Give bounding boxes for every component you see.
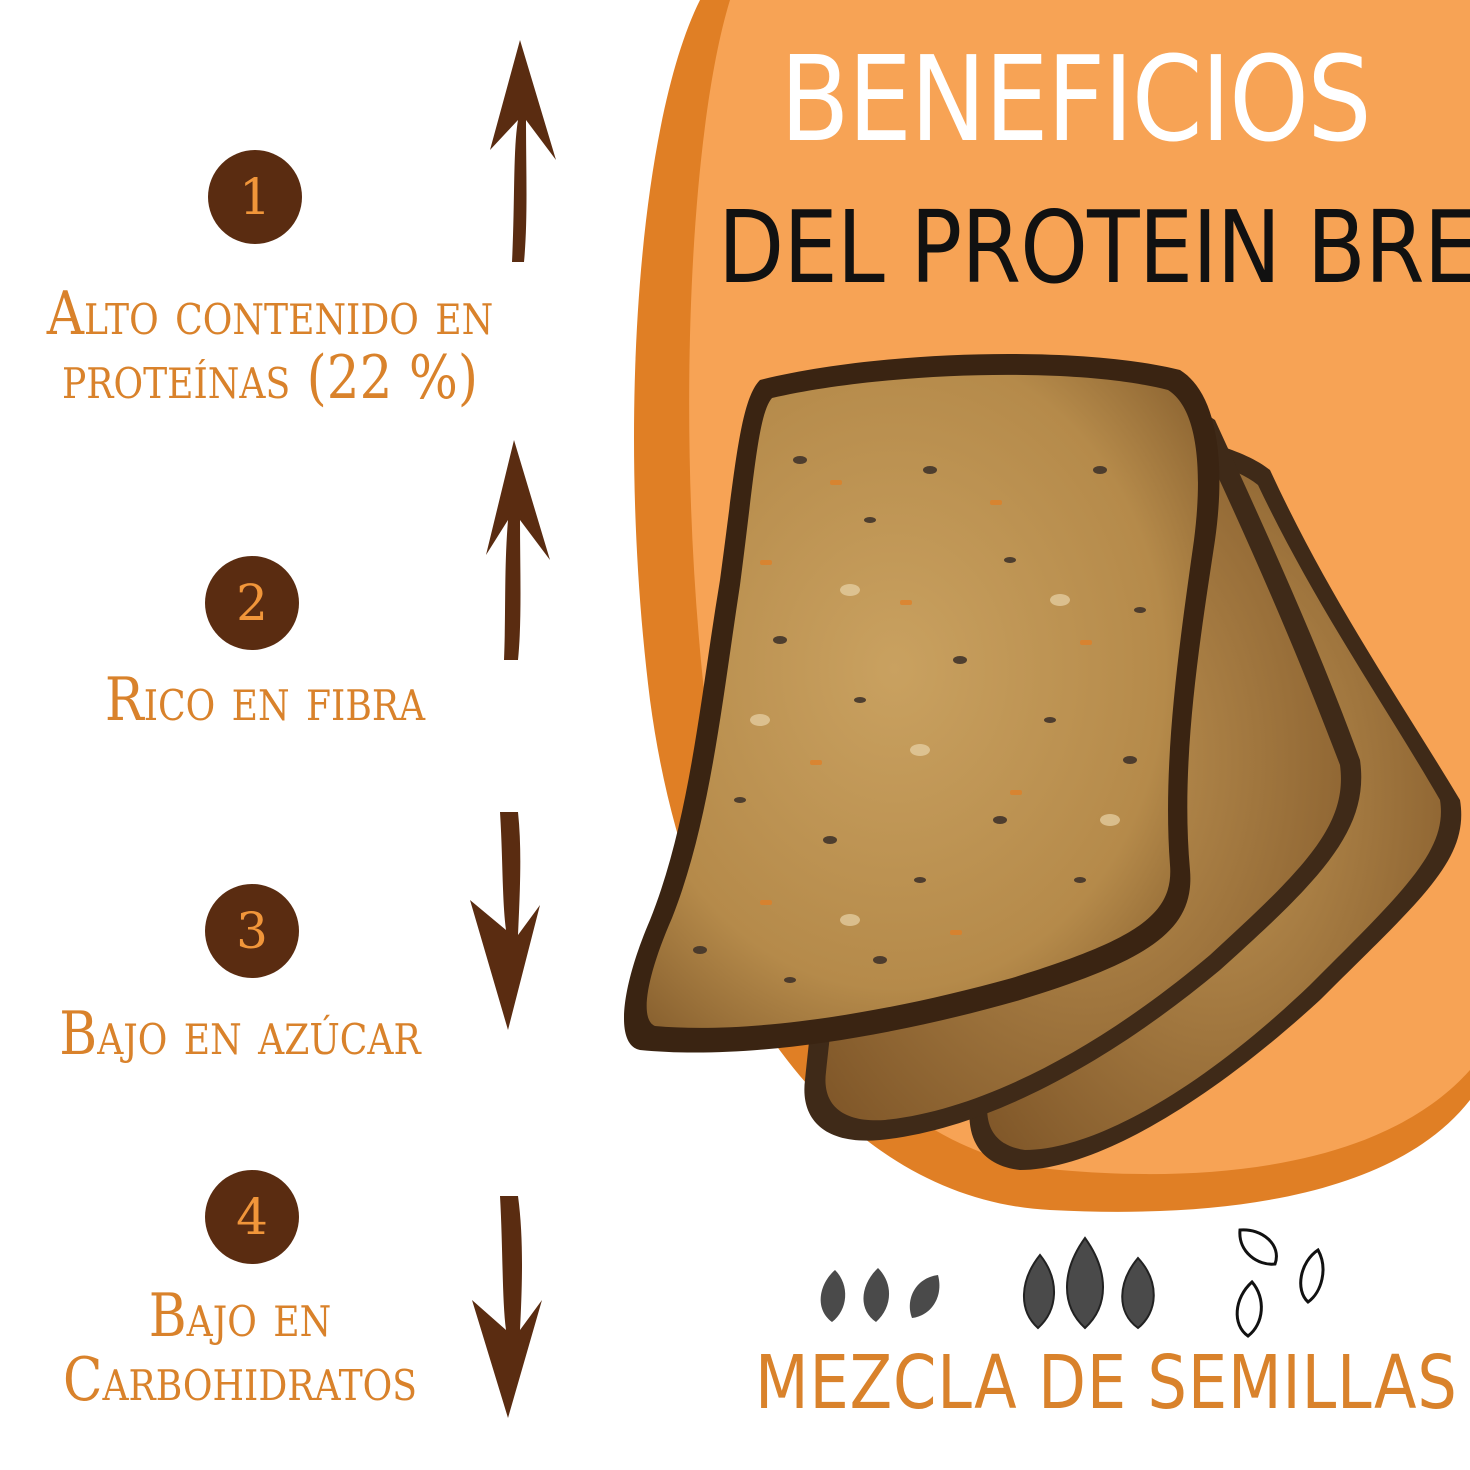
up-arrow-icon [486, 440, 550, 660]
number-badge-3: 3 [205, 884, 299, 978]
bread-slices-image [623, 353, 1462, 1170]
benefit-4-line-2: Carbohidratos [62, 1345, 418, 1415]
up-arrow-icon [490, 40, 556, 262]
seeds-label: MEZCLA DE SEMILLAS [755, 1340, 1458, 1426]
benefit-4-text: Bajo en Carbohidratos [34, 1284, 447, 1412]
sunflower-seed-icon [1023, 1236, 1155, 1330]
benefit-4-line-1: Bajo en [148, 1281, 332, 1351]
number-badge-1: 1 [208, 150, 302, 244]
down-arrow-icon [472, 1196, 542, 1418]
number-badge-2: 2 [205, 556, 299, 650]
benefit-1-line-2: proteínas (22 %) [61, 343, 479, 413]
title-line-2: DEL PROTEIN BREAD [718, 189, 1470, 306]
pumpkin-seed-icon [1235, 1228, 1325, 1338]
benefit-2-text: Rico en fibra [104, 665, 426, 735]
title-line-1: BENEFICIOS [780, 30, 1372, 168]
benefit-1-line-1: Alto contenido en [46, 279, 494, 349]
benefit-3-text: Bajo en azúcar [59, 999, 421, 1069]
flax-seed-icon [820, 1268, 940, 1322]
benefit-1-text: Alto contenido en proteínas (22 %) [38, 282, 502, 410]
down-arrow-icon [470, 812, 540, 1030]
number-badge-4: 4 [205, 1170, 299, 1264]
